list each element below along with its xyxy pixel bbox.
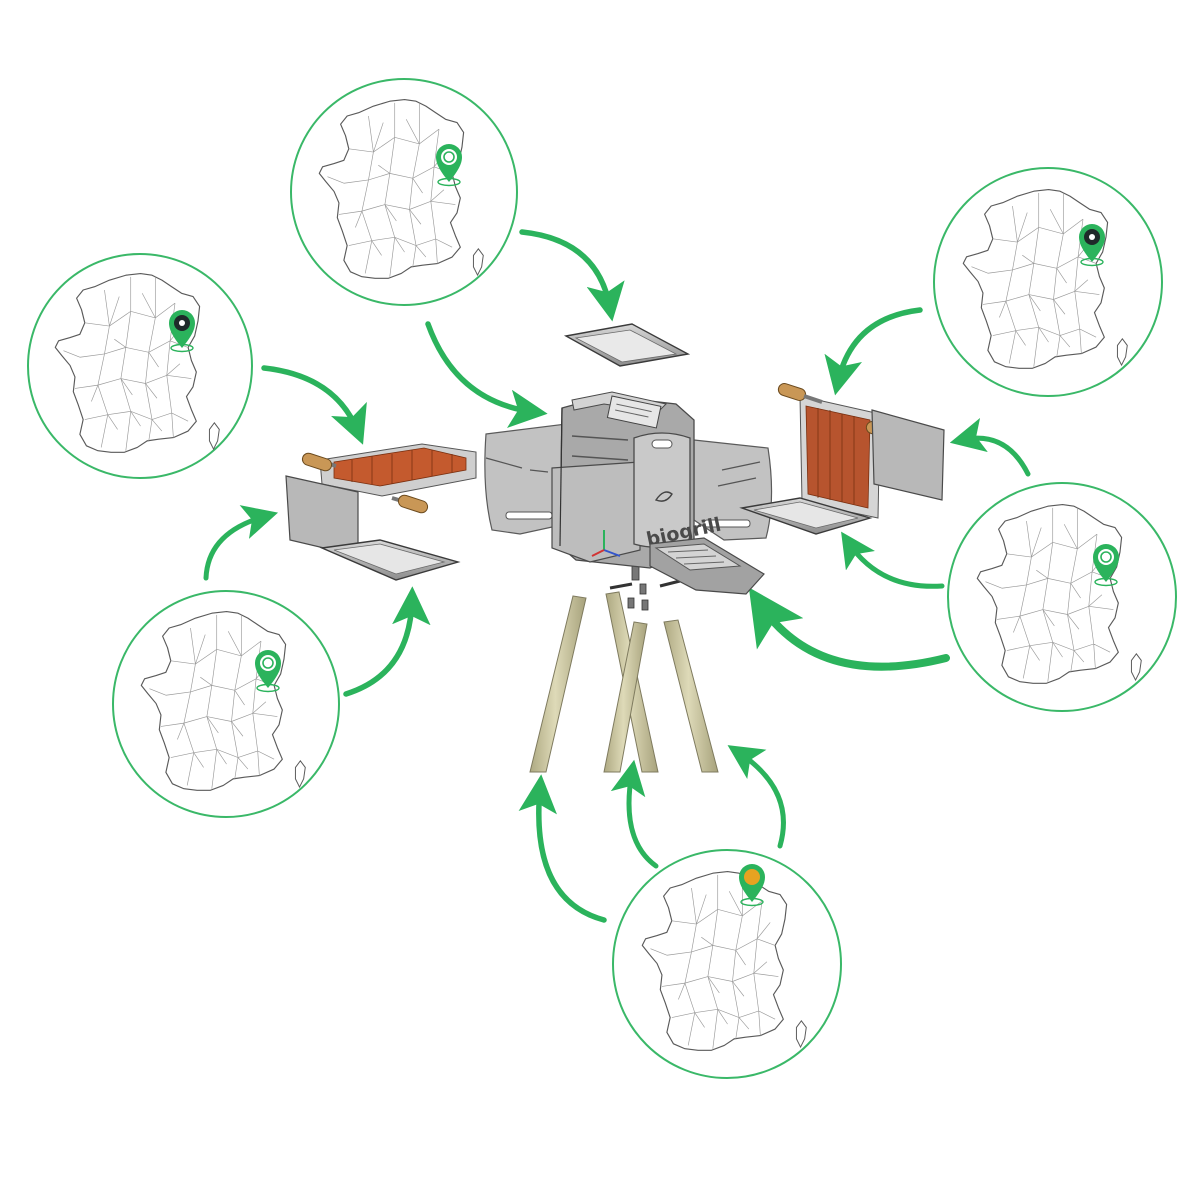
leg bbox=[529, 595, 587, 773]
top-tray bbox=[563, 323, 691, 367]
curved-arrow-icon bbox=[841, 531, 945, 589]
curved-arrow-icon bbox=[610, 759, 659, 869]
location-pin-icon bbox=[436, 144, 462, 187]
supplier-circle-right bbox=[947, 482, 1177, 712]
curved-arrow-icon bbox=[203, 505, 279, 581]
curved-arrow-icon bbox=[519, 229, 625, 322]
wooden-handle bbox=[397, 494, 429, 514]
curved-arrow-icon bbox=[518, 774, 607, 923]
curved-arrow-icon bbox=[949, 417, 1031, 477]
location-pin-icon bbox=[255, 650, 281, 693]
supplier-circle-right-top bbox=[933, 167, 1163, 397]
location-pin-icon bbox=[1093, 544, 1119, 587]
supply-arrows bbox=[203, 229, 1031, 923]
supplier-circle-bottom bbox=[612, 849, 842, 1079]
grill-body: biogrill bbox=[484, 391, 773, 569]
right-heat-shield bbox=[871, 409, 945, 501]
wooden-handle bbox=[777, 383, 807, 401]
curved-arrow-icon bbox=[824, 307, 923, 396]
curved-arrow-icon bbox=[727, 745, 786, 849]
location-pin-icon bbox=[739, 864, 765, 907]
supplier-circle-top bbox=[290, 78, 518, 306]
supplier-circle-left bbox=[27, 253, 253, 479]
supplier-circle-bottom-left bbox=[112, 590, 340, 818]
leg bbox=[603, 621, 648, 773]
grill-legs bbox=[529, 591, 719, 773]
ash-drawer bbox=[649, 537, 765, 595]
curved-arrow-icon bbox=[261, 365, 367, 445]
leg bbox=[663, 619, 719, 773]
wooden-handle bbox=[301, 452, 333, 472]
location-pin-icon bbox=[1079, 224, 1105, 267]
curved-arrow-icon bbox=[343, 586, 431, 697]
curved-arrow-icon bbox=[425, 321, 548, 428]
left-tray bbox=[319, 539, 461, 581]
location-pin-icon bbox=[169, 310, 195, 353]
curved-arrow-icon bbox=[748, 587, 950, 671]
right-tray bbox=[739, 497, 873, 535]
left-grill-rack bbox=[301, 443, 477, 514]
